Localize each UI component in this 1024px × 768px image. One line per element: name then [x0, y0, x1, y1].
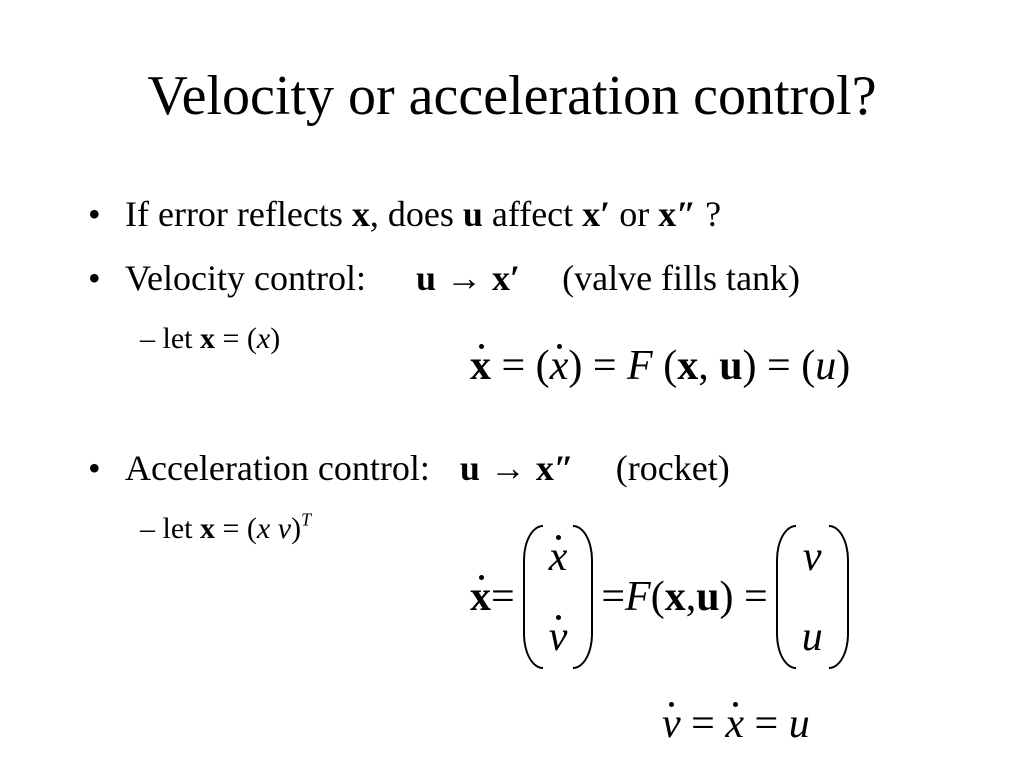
- bullet-acceleration-control: •Acceleration control:u→x″(rocket): [88, 448, 730, 488]
- slide-title: Velocity or acceleration control?: [147, 65, 877, 127]
- sub-bullet-let-x: – let x = (x): [140, 322, 281, 355]
- second-derivative-equation: v = x = u: [662, 701, 810, 747]
- state-derivative-vector: x v: [548, 534, 568, 660]
- bullet-error-question: •If error reflects x, does u affect x′ o…: [88, 194, 722, 234]
- arrow-icon: →: [445, 258, 482, 298]
- sub-bullet-let-x-v: – let x = (x v)T: [140, 509, 312, 545]
- bullet-dot: •: [88, 258, 101, 298]
- acceleration-equation: x = x v = F (x, u) = v u: [470, 522, 857, 672]
- right-paren: [828, 525, 849, 669]
- result-vector: v u: [801, 534, 823, 660]
- right-paren: [573, 525, 594, 669]
- left-paren: [775, 525, 796, 669]
- bullet-dot: •: [88, 194, 101, 234]
- left-paren: [522, 525, 543, 669]
- velocity-equation: x = (x) = F (x, u) = (u): [470, 343, 851, 389]
- bullet-velocity-control: •Velocity control:u→x′(valve fills tank): [88, 258, 801, 298]
- bullet-dot: •: [88, 448, 101, 488]
- arrow-icon: →: [489, 448, 526, 488]
